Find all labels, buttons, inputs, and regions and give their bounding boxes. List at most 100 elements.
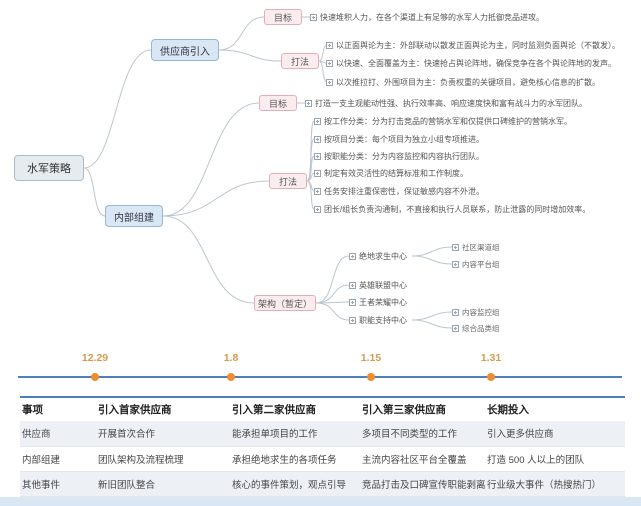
mindmap-leaf: 按职能分类：分为内容监控和内容执行团队。	[314, 151, 484, 161]
table-header-cell: 长期投入	[487, 404, 529, 416]
expand-icon[interactable]	[310, 13, 317, 21]
mindmap-group-pubg: 绝地求生中心	[349, 251, 407, 261]
table-cell: 引入更多供应商	[487, 429, 554, 441]
expand-icon[interactable]	[314, 169, 321, 177]
schedule-table: 事项 引入首家供应商 引入第二家供应商 引入第三家供应商 长期投入 供应商 开展…	[20, 396, 625, 497]
mindmap-node-supplier-goal: 目标	[264, 9, 302, 25]
leaf-text: 社区渠道组	[462, 242, 500, 252]
table-row: 供应商 开展首次合作 能承担单项目的工作 多项目不同类型的工作 引入更多供应商	[20, 421, 625, 446]
timeline-dot	[227, 373, 235, 381]
expand-icon[interactable]	[314, 187, 321, 195]
expand-icon[interactable]	[326, 41, 333, 49]
mindmap-leaf: 以次推拉打、外围项目为主：负责权重的关键项目，避免核心信息的扩散。	[326, 77, 600, 87]
leaf-text: 按工作分类：分为打击竞品的营销水军和仅提供口碑维护的营销水军。	[324, 116, 572, 126]
table-cell: 其他事件	[22, 479, 61, 491]
mindmap-leaf: 社区渠道组	[452, 242, 500, 252]
timeline-date: 1.8	[223, 352, 239, 364]
expand-icon[interactable]	[305, 99, 312, 107]
mindmap-group-lol: 英雄联盟中心	[349, 280, 407, 290]
footer-strip	[0, 497, 641, 506]
group-label: 绝地求生中心	[359, 251, 407, 261]
table-cell: 内部组建	[22, 454, 61, 466]
table-cell: 开展首次合作	[98, 429, 156, 441]
mindmap-node-internal-tactics: 打法	[269, 173, 307, 189]
timeline-date: 12.29	[81, 352, 109, 364]
table-cell: 行业级大事件（热搜热门）	[487, 479, 602, 491]
leaf-text: 按职能分类：分为内容监控和内容执行团队。	[324, 151, 484, 161]
mindmap-root-node: 水军策略	[14, 155, 84, 181]
expand-icon[interactable]	[314, 152, 321, 160]
mindmap-group-support: 职能支持中心	[349, 315, 407, 325]
expand-icon[interactable]	[349, 298, 356, 306]
timeline-dot	[487, 373, 495, 381]
table-cell: 团队架构及流程梳理	[98, 454, 184, 466]
table-row: 内部组建 团队架构及流程梳理 承担绝地求生的各项任务 主流内容社区平台全覆盖 打…	[20, 446, 625, 471]
table-header-cell: 引入首家供应商	[98, 404, 172, 416]
expand-icon[interactable]	[452, 260, 459, 268]
mindmap-leaf: 按项目分类：每个项目为独立小组专项推进。	[314, 134, 484, 144]
table-header-cell: 引入第三家供应商	[362, 404, 446, 416]
timeline-date: 1.31	[480, 352, 502, 364]
timeline-date: 1.15	[360, 352, 382, 364]
mindmap-leaf: 团长/组长负责沟通制，不直接和执行人员联系，防止泄露的同时增加效率。	[314, 204, 590, 214]
leaf-text: 以快速、全面覆盖为主：快速抢占舆论阵地，确保竞争在各个舆论阵地的发声。	[336, 58, 616, 68]
mindmap-node-internal-goal: 目标	[259, 95, 297, 111]
group-label: 职能支持中心	[359, 315, 407, 325]
table-cell: 竞品打击及口碑宣传职能剥离	[362, 479, 485, 491]
leaf-text: 综合品类组	[462, 323, 500, 333]
mindmap-leaf: 综合品类组	[452, 323, 500, 333]
table-header-cell: 事项	[22, 404, 43, 416]
mindmap-group-kog: 王者荣耀中心	[349, 297, 407, 307]
expand-icon[interactable]	[349, 252, 356, 260]
mindmap-leaf: 以正面舆论为主：外部联动以散发正面舆论为主，同时监测负面舆论（不散发）。	[326, 40, 620, 50]
mindmap-leaf: 任务安排注重保密性，保证敏感内容不外泄。	[314, 186, 484, 196]
timeline-dot	[367, 373, 375, 381]
mindmap-connectors	[83, 16, 453, 329]
leaf-text: 团长/组长负责沟通制，不直接和执行人员联系，防止泄露的同时增加效率。	[324, 204, 591, 214]
leaf-text: 打造一支主观能动性强、执行效率高、响应速度快和富有战斗力的水军团队。	[315, 98, 587, 108]
leaf-text: 以正面舆论为主：外部联动以散发正面舆论为主，同时监测负面舆论（不散发）。	[336, 40, 620, 50]
table-header-cell: 引入第二家供应商	[232, 404, 316, 416]
table-cell: 核心的事件策划，观点引导	[232, 479, 347, 491]
mindmap-leaf: 打造一支主观能动性强、执行效率高、响应速度快和富有战斗力的水军团队。	[305, 98, 587, 108]
expand-icon[interactable]	[349, 281, 356, 289]
expand-icon[interactable]	[314, 117, 321, 125]
mindmap-leaf: 快速堆积人力，在各个渠道上有足够的水军人力抵御竞品进攻。	[310, 12, 544, 22]
mindmap-branch-supplier: 供应商引入	[151, 39, 219, 61]
expand-icon[interactable]	[452, 324, 459, 332]
timeline-line	[18, 376, 622, 378]
expand-icon[interactable]	[349, 316, 356, 324]
leaf-text: 制定有效灵活性的结算标准和工作制度。	[324, 168, 468, 178]
table-header-row: 事项 引入首家供应商 引入第二家供应商 引入第三家供应商 长期投入	[20, 397, 625, 421]
leaf-text: 任务安排注重保密性，保证敏感内容不外泄。	[324, 186, 484, 196]
table-cell: 能承担单项目的工作	[232, 429, 318, 441]
table-cell: 新旧团队整合	[98, 479, 156, 491]
table-row: 其他事件 新旧团队整合 核心的事件策划，观点引导 竞品打击及口碑宣传职能剥离 行…	[20, 471, 625, 496]
mindmap-leaf: 内容平台组	[452, 259, 500, 269]
expand-icon[interactable]	[314, 205, 321, 213]
leaf-text: 内容监控组	[462, 307, 500, 317]
table-cell: 多项目不同类型的工作	[362, 429, 458, 441]
leaf-text: 快速堆积人力，在各个渠道上有足够的水军人力抵御竞品进攻。	[320, 12, 544, 22]
expand-icon[interactable]	[314, 135, 321, 143]
mindmap-leaf: 制定有效灵活性的结算标准和工作制度。	[314, 168, 468, 178]
group-label: 王者荣耀中心	[359, 297, 407, 307]
mindmap-leaf: 以快速、全面覆盖为主：快速抢占舆论阵地，确保竞争在各个舆论阵地的发声。	[326, 58, 616, 68]
table-cell: 打造 500 人以上的团队	[487, 454, 585, 466]
expand-icon[interactable]	[452, 308, 459, 316]
mindmap-leaf: 内容监控组	[452, 307, 500, 317]
expand-icon[interactable]	[452, 243, 459, 251]
leaf-text: 以次推拉打、外围项目为主：负责权重的关键项目，避免核心信息的扩散。	[336, 77, 600, 87]
expand-icon[interactable]	[326, 78, 333, 86]
leaf-text: 内容平台组	[462, 259, 500, 269]
mindmap-branch-internal: 内部组建	[105, 205, 163, 227]
mindmap-node-architecture: 架构（暂定）	[254, 295, 316, 311]
leaf-text: 按项目分类：每个项目为独立小组专项推进。	[324, 134, 484, 144]
mindmap-leaf: 按工作分类：分为打击竞品的营销水军和仅提供口碑维护的营销水军。	[314, 116, 572, 126]
table-cell: 主流内容社区平台全覆盖	[362, 454, 467, 466]
mindmap-node-supplier-tactics: 打法	[281, 53, 319, 69]
expand-icon[interactable]	[326, 59, 333, 67]
timeline-dot	[91, 373, 99, 381]
table-cell: 供应商	[22, 429, 51, 441]
